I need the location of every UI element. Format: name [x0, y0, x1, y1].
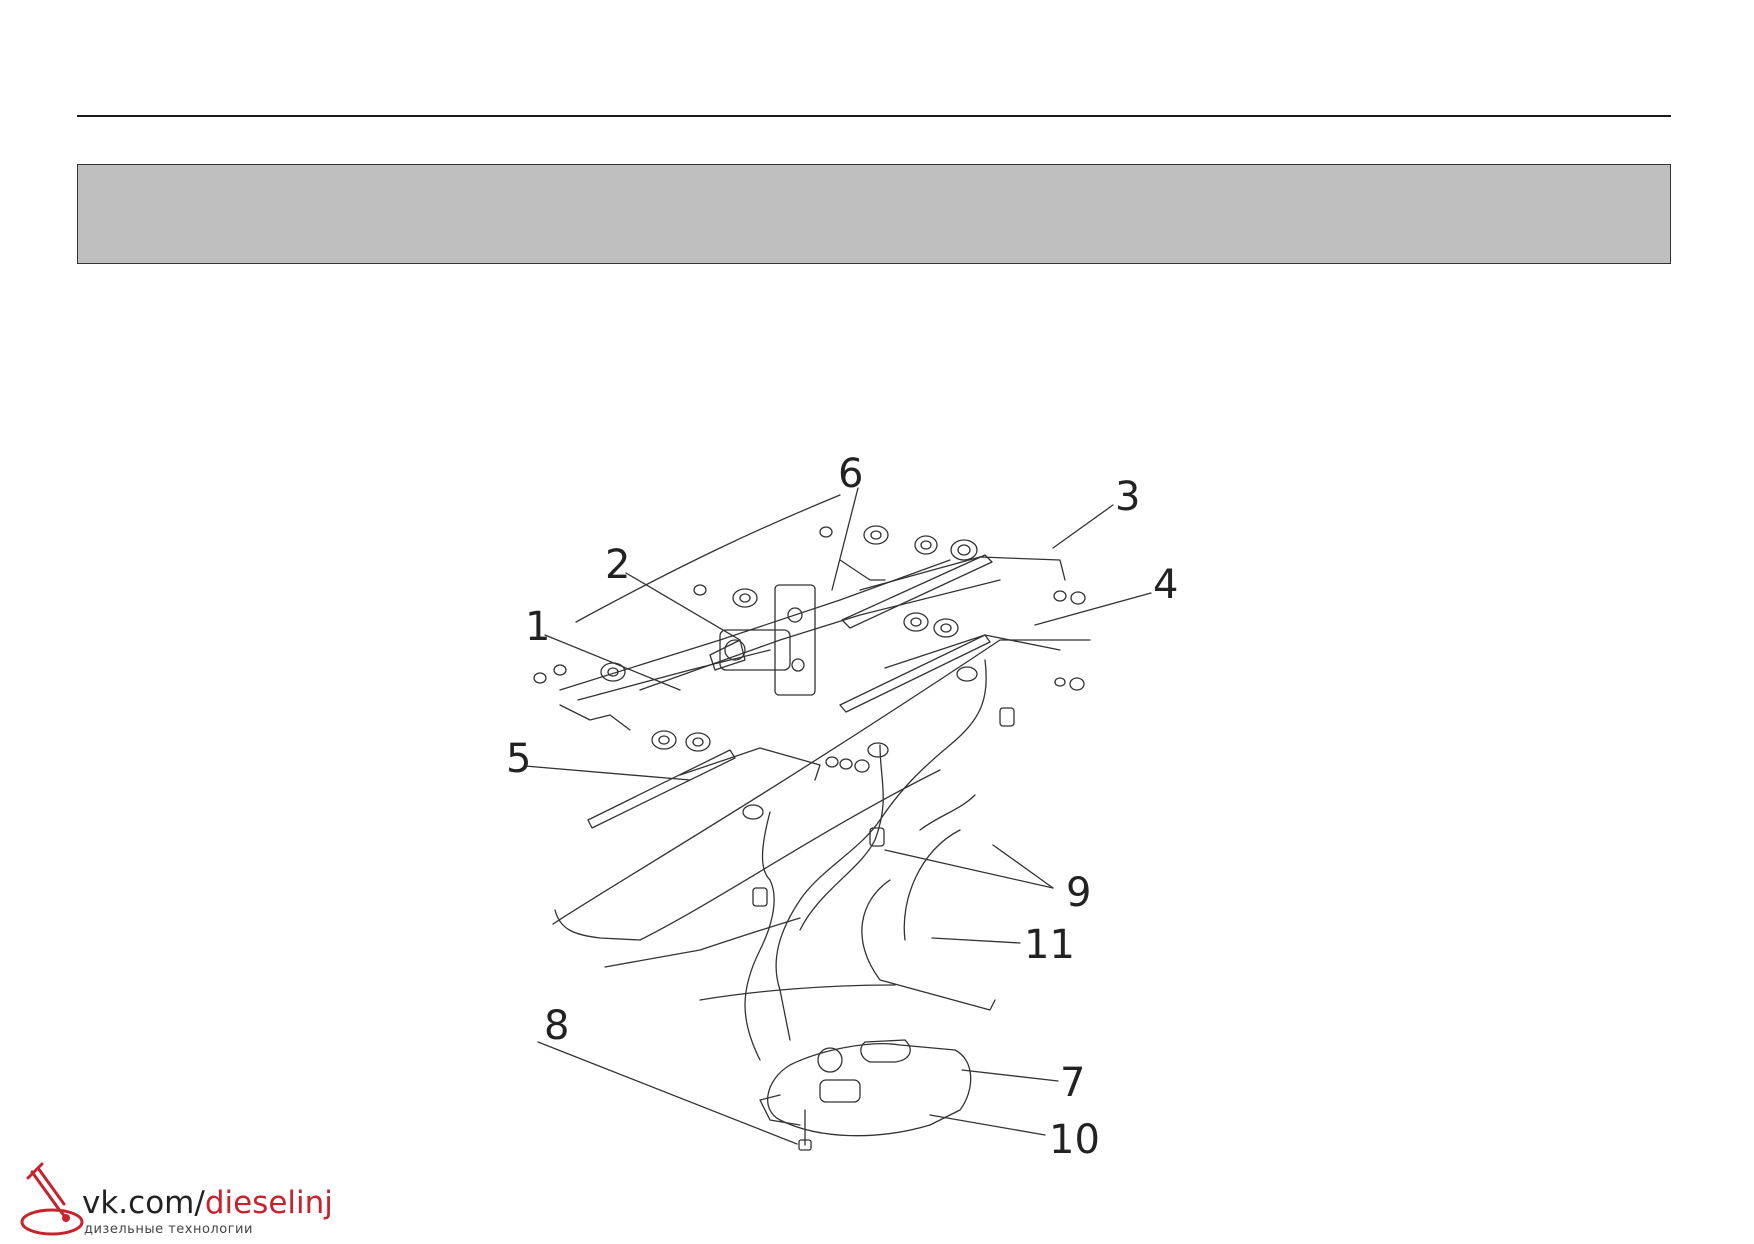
- bushing-set-left: [533, 662, 711, 752]
- watermark-url-accent: dieselinj: [204, 1185, 333, 1221]
- callout-9: 9: [1066, 870, 1091, 916]
- callout-11: 11: [1024, 922, 1075, 968]
- callout-3: 3: [1115, 474, 1140, 520]
- wiper-blade-mid: [839, 634, 991, 713]
- washer-hose-center: [919, 794, 976, 831]
- watermark-subtitle: дизельные технологии: [84, 1222, 253, 1237]
- watermark: [14, 1160, 344, 1239]
- bushing-set-top: [819, 525, 978, 561]
- reservoir-pump: [817, 1047, 843, 1073]
- linkage-rod-2: [577, 649, 771, 701]
- motor-crank: [709, 639, 746, 671]
- leader-9a: [884, 849, 1054, 889]
- leader-2: [625, 572, 741, 641]
- washer-hose-mid: [799, 744, 884, 931]
- callout-10: 10: [1049, 1117, 1100, 1163]
- callout-7: 7: [1060, 1060, 1085, 1106]
- watermark-url: vk.com/dieselinj: [82, 1188, 333, 1219]
- reservoir-mount: [759, 1094, 801, 1126]
- nut-washer-sets: [825, 590, 1086, 773]
- leader-11: [931, 937, 1021, 944]
- header-rule: [77, 115, 1671, 117]
- washer-nozzles: [742, 666, 1015, 907]
- washer-hose-right: [775, 659, 987, 1041]
- linkage-rod-3: [639, 579, 1001, 691]
- washer-reservoir: [767, 1043, 972, 1137]
- wiper-blade-upper: [841, 554, 993, 629]
- leader-1: [544, 634, 681, 691]
- callout-5: 5: [506, 736, 531, 782]
- leader-8: [537, 1041, 798, 1145]
- lower-panel-2: [699, 984, 896, 1001]
- motor-bracket: [774, 584, 816, 696]
- bushing-set-mid: [693, 584, 959, 638]
- wiper-arm-lower: [679, 747, 821, 781]
- watermark-url-prefix: vk.com/: [82, 1185, 205, 1221]
- left-pivot-shaft: [559, 704, 631, 731]
- leader-7: [961, 1069, 1059, 1082]
- leader-10: [929, 1114, 1046, 1136]
- leader-5: [524, 765, 691, 781]
- cowl-contour: [575, 494, 841, 623]
- callout-1: 1: [525, 604, 550, 650]
- fuel-injector-icon: [20, 1162, 84, 1236]
- callout-6: 6: [838, 451, 863, 497]
- cowl-contour-2: [552, 639, 1091, 925]
- hood-outline: [554, 769, 941, 941]
- callout-2: 2: [605, 542, 630, 588]
- washer-hose-left: [744, 811, 775, 1061]
- fender-curve-2: [903, 829, 961, 941]
- leader-3: [1052, 504, 1114, 549]
- reservoir-cap: [860, 1039, 911, 1063]
- header-band: [77, 164, 1671, 264]
- leader-6: [831, 487, 859, 591]
- leader-9b: [992, 844, 1054, 889]
- leader-4: [1034, 592, 1152, 626]
- fender-curve: [861, 879, 996, 1011]
- right-pivot-shaft: [839, 559, 886, 581]
- reservoir-grille: [819, 1079, 861, 1103]
- callout-8: 8: [544, 1003, 569, 1049]
- wiper-blade-lower: [587, 749, 736, 829]
- wiper-arm-upper: [859, 556, 1066, 591]
- callout-4: 4: [1153, 562, 1178, 608]
- lower-panel: [604, 917, 801, 968]
